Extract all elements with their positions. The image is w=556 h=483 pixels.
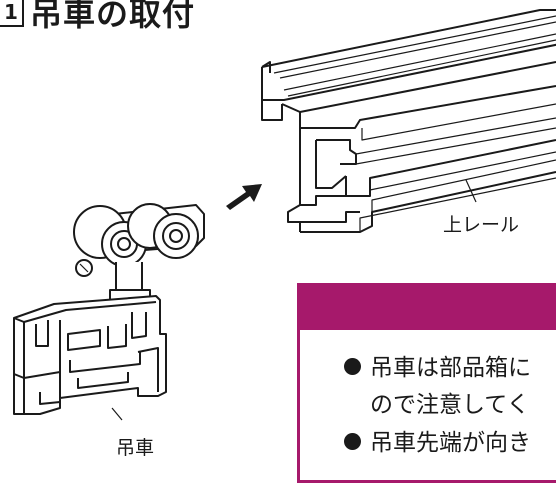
note-line: 吊車先端が向き <box>370 430 531 456</box>
trolley-label: 吊車 <box>116 437 155 459</box>
trolley-drawing <box>13 203 205 421</box>
caution-note-box: 吊車は部品箱に ので注意してく 吊車先端が向き <box>297 283 556 483</box>
upper-rail-label: 上レール <box>443 214 520 236</box>
title-text: 吊車の取付 <box>30 0 196 33</box>
direction-arrow <box>226 184 262 210</box>
bullet-icon <box>344 433 361 450</box>
step-number-box: 1 <box>0 0 24 27</box>
bullet-icon <box>344 358 361 375</box>
section-title: 1 吊車の取付 <box>0 0 195 33</box>
upper-rail-drawing <box>261 9 556 233</box>
note-line: 吊車は部品箱に <box>370 355 531 381</box>
note-line: ので注意してく <box>370 392 530 418</box>
diagram-drawing <box>13 9 556 421</box>
caution-note-header <box>300 286 556 330</box>
